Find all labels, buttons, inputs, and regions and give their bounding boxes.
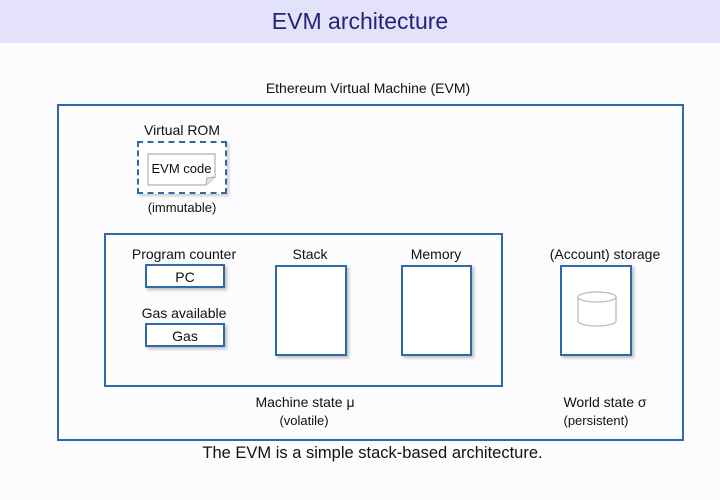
memory-label: Memory bbox=[410, 246, 462, 262]
header-bar: EVM architecture bbox=[0, 0, 720, 43]
page-title: EVM architecture bbox=[271, 8, 449, 34]
gas-label: Gas bbox=[172, 328, 198, 344]
machine-state-label: Machine state μ bbox=[255, 394, 355, 410]
stack-box bbox=[275, 265, 347, 356]
storage-box bbox=[560, 265, 632, 356]
evm-container bbox=[57, 104, 684, 441]
account-storage-label: (Account) storage bbox=[549, 246, 661, 262]
evm-code-document: EVM code bbox=[147, 153, 216, 186]
gas-available-label: Gas available bbox=[141, 305, 227, 321]
machine-state-container bbox=[104, 233, 503, 387]
evm-label: Ethereum Virtual Machine (EVM) bbox=[265, 80, 471, 96]
evm-code-label: EVM code bbox=[151, 161, 212, 176]
virtual-rom-label: Virtual ROM bbox=[144, 122, 220, 138]
gas-box: Gas bbox=[145, 323, 225, 347]
database-cylinder-icon bbox=[577, 291, 617, 327]
caption: The EVM is a simple stack-based architec… bbox=[202, 444, 543, 462]
memory-box bbox=[401, 265, 472, 356]
world-state-label: World state σ bbox=[563, 394, 647, 410]
volatile-note: (volatile) bbox=[279, 413, 329, 428]
stack-label: Stack bbox=[292, 246, 328, 262]
pc-box: PC bbox=[145, 264, 225, 288]
immutable-note: (immutable) bbox=[147, 200, 217, 215]
pc-label: PC bbox=[175, 269, 195, 285]
program-counter-label: Program counter bbox=[131, 246, 237, 262]
document-icon bbox=[147, 153, 216, 186]
persistent-note: (persistent) bbox=[563, 413, 629, 428]
